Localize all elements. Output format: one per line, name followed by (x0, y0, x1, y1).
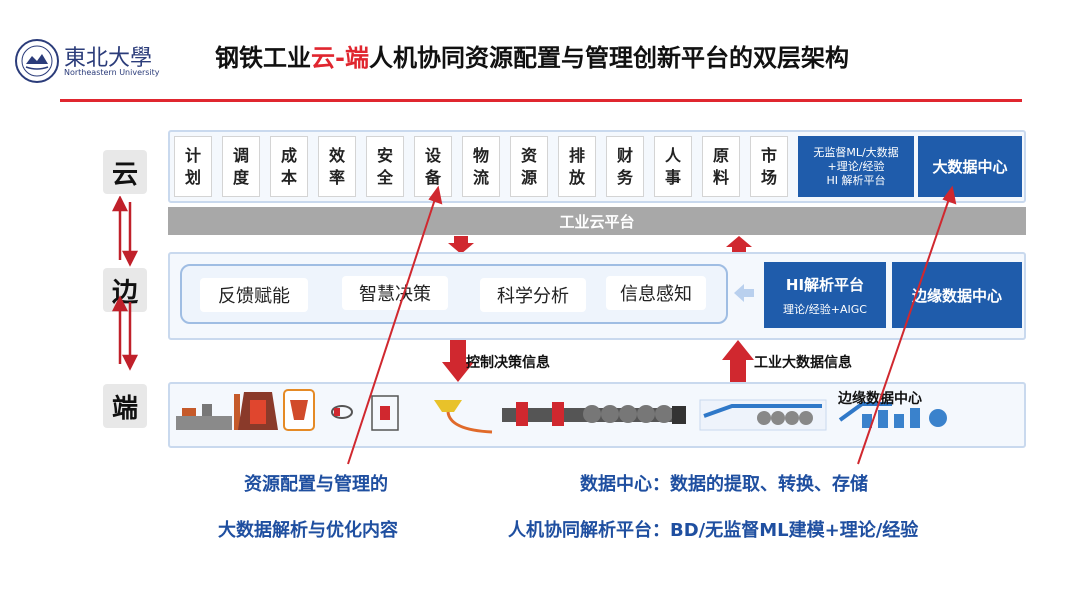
title-part1: 钢铁工业 (215, 44, 311, 72)
title-underline (60, 99, 1022, 102)
module-label: 资源 (521, 145, 537, 189)
hi-edge-subtitle: 理论/经验+AIGC (783, 302, 867, 316)
cloud-module-safety: 安全 (366, 136, 404, 197)
cloud-module-equipment: 设备 (414, 136, 452, 197)
cloud-hi-platform: 无监督ML/大数据 +理论/经验 HI 解析平台 (798, 136, 914, 197)
layer-arrows (111, 196, 139, 371)
annotation-left-line1: 资源配置与管理的 (244, 474, 388, 495)
module-char: 流 (472, 167, 489, 187)
module-char: 原 (712, 145, 729, 165)
module-char: 本 (280, 167, 297, 187)
down-arrow-cloud-to-edge (448, 236, 474, 254)
up-arrow-edge-to-cloud (726, 236, 752, 254)
module-char: 度 (232, 167, 249, 187)
hi-line: 无监督ML/大数据 (813, 145, 899, 159)
cloud-module-market: 市场 (750, 136, 788, 197)
cloud-module-emission: 排放 (558, 136, 596, 197)
module-char: 放 (568, 167, 585, 187)
arrow-cloud-edge (111, 196, 139, 267)
left-arrow-hi-to-edge (734, 284, 754, 302)
module-char: 务 (616, 167, 633, 187)
university-logo (15, 39, 59, 83)
cloud-module-logistics: 物流 (462, 136, 500, 197)
layer-label-end: 端 (103, 384, 147, 428)
module-label: 调度 (233, 145, 249, 189)
module-char: 备 (424, 167, 441, 187)
university-name-en: Northeastern University (64, 68, 160, 77)
edge-hi-platform: HI解析平台 理论/经验+AIGC (764, 262, 886, 328)
module-char: 源 (520, 167, 537, 187)
arrow-edge-end (111, 295, 139, 371)
annotation-right-line1: 数据中心：数据的提取、转换、存储 (580, 474, 868, 495)
module-label: 排放 (569, 145, 585, 189)
edge-item-decision: 智慧决策 (342, 276, 448, 310)
module-char: 人 (664, 145, 681, 165)
module-char: 资 (520, 145, 537, 165)
hi-line: +理论/经验 (827, 159, 885, 173)
module-label: 成本 (281, 145, 297, 189)
edge-data-center: 边缘数据中心 (892, 262, 1022, 328)
module-char: 财 (616, 145, 633, 165)
module-char: 排 (568, 145, 585, 165)
control-decision-label: 控制决策信息 (466, 355, 550, 371)
module-char: 全 (376, 167, 393, 187)
up-arrow-end-to-edge (722, 340, 754, 382)
module-char: 事 (664, 167, 681, 187)
edge-item-analysis: 科学分析 (480, 278, 586, 312)
module-char: 物 (472, 145, 489, 165)
module-label: 市场 (761, 145, 777, 189)
cloud-module-plan: 计划 (174, 136, 212, 197)
module-char: 料 (712, 167, 729, 187)
end-edge-data-center-label: 边缘数据中心 (838, 391, 922, 407)
module-char: 划 (184, 167, 201, 187)
title-part2: 人机协同资源配置与管理创新平台的双层架构 (368, 44, 849, 72)
module-label: 人事 (665, 145, 681, 189)
module-label: 设备 (425, 145, 441, 189)
module-label: 财务 (617, 145, 633, 189)
cloud-module-efficiency: 效率 (318, 136, 356, 197)
annotation-right-line2: 人机协同解析平台：BD/无监督ML建模+理论/经验 (508, 520, 919, 541)
annotation-left-line2: 大数据解析与优化内容 (218, 520, 398, 541)
title-highlight: 云-端 (311, 44, 369, 72)
layer-label-cloud: 云 (103, 150, 147, 194)
cloud-module-raw-material: 原料 (702, 136, 740, 197)
cloud-module-hr: 人事 (654, 136, 692, 197)
module-label: 计划 (185, 145, 201, 189)
cloud-module-schedule: 调度 (222, 136, 260, 197)
edge-item-sensing: 信息感知 (606, 276, 706, 310)
cloud-module-resources: 资源 (510, 136, 548, 197)
module-char: 安 (376, 145, 393, 165)
module-char: 场 (760, 167, 777, 187)
module-label: 原料 (713, 145, 729, 189)
hi-edge-title: HI解析平台 (785, 275, 865, 294)
module-char: 成 (280, 145, 297, 165)
module-char: 市 (760, 145, 777, 165)
module-label: 效率 (329, 145, 345, 189)
hi-line: HI 解析平台 (826, 173, 886, 187)
edge-item-feedback: 反馈赋能 (200, 278, 308, 312)
module-char: 率 (328, 167, 345, 187)
layer-label-edge: 边 (103, 268, 147, 312)
module-char: 计 (184, 145, 201, 165)
module-char: 设 (424, 145, 441, 165)
cloud-module-cost: 成本 (270, 136, 308, 197)
module-label: 安全 (377, 145, 393, 189)
page-title: 钢铁工业云-端人机协同资源配置与管理创新平台的双层架构 (215, 38, 849, 73)
industrial-bigdata-label: 工业大数据信息 (754, 355, 852, 371)
down-arrow-edge-to-end (442, 340, 474, 382)
industrial-cloud-platform-bar: 工业云平台 (168, 207, 1026, 235)
university-name-cn: 東北大學 (64, 46, 153, 71)
cloud-data-center: 大数据中心 (918, 136, 1022, 197)
cloud-module-finance: 财务 (606, 136, 644, 197)
module-char: 调 (232, 145, 249, 165)
module-char: 效 (328, 145, 345, 165)
module-label: 物流 (473, 145, 489, 189)
